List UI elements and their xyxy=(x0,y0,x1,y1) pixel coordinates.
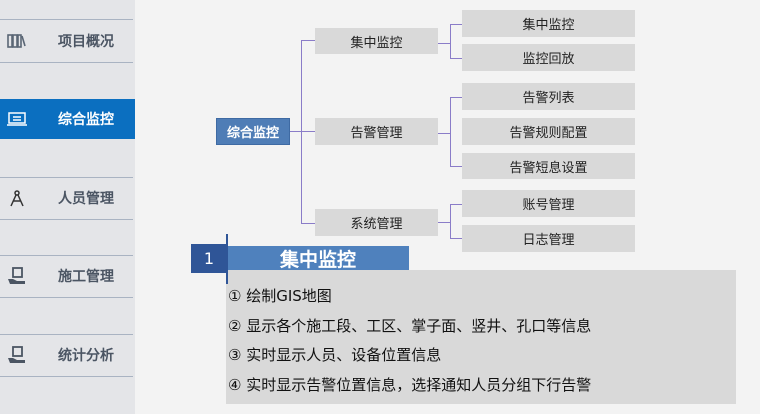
feature-item: ④ 实时显示告警位置信息，选择通知人员分组下行告警 xyxy=(228,375,592,394)
connector xyxy=(450,97,462,98)
books-icon xyxy=(6,33,28,49)
divider xyxy=(0,255,133,256)
connector xyxy=(450,204,451,238)
sidebar-item-label: 施工管理 xyxy=(58,269,114,285)
divider xyxy=(0,62,133,63)
hand-box-icon xyxy=(6,267,28,285)
divider xyxy=(0,376,133,377)
sidebar-item-project-overview[interactable]: 项目概况 xyxy=(0,21,135,61)
connector xyxy=(290,131,315,132)
connector xyxy=(438,222,450,223)
connector xyxy=(301,40,315,41)
monitor-icon xyxy=(6,111,28,127)
connector xyxy=(301,223,315,224)
connector xyxy=(450,24,451,58)
tree-leaf-node: 监控回放 xyxy=(462,44,635,71)
divider xyxy=(0,177,133,178)
sidebar-item-integrated-monitoring[interactable]: 综合监控 xyxy=(0,99,135,139)
connector xyxy=(450,97,451,166)
tree-group-node: 集中监控 xyxy=(315,28,438,54)
tree-leaf-node: 日志管理 xyxy=(462,225,635,252)
sidebar-item-personnel[interactable]: 人员管理 xyxy=(0,178,135,218)
connector xyxy=(450,24,462,25)
divider xyxy=(0,334,133,335)
connector xyxy=(450,238,462,239)
divider xyxy=(0,297,133,298)
sidebar-item-label: 统计分析 xyxy=(58,348,114,364)
sidebar-item-label: 人员管理 xyxy=(58,191,114,207)
tree-root-node: 综合监控 xyxy=(216,118,290,145)
feature-item: ① 绘制GIS地图 xyxy=(228,287,332,305)
divider xyxy=(0,19,133,20)
tree-group-node: 系统管理 xyxy=(315,209,438,236)
connector xyxy=(450,204,462,205)
connector xyxy=(301,40,302,223)
sidebar-item-label: 项目概况 xyxy=(58,34,114,50)
hand-box-icon xyxy=(6,346,28,364)
feature-item: ② 显示各个施工段、工区、掌子面、竖井、孔口等信息 xyxy=(228,316,592,335)
connector xyxy=(450,58,462,59)
divider xyxy=(0,219,133,220)
tree-leaf-node: 告警规则配置 xyxy=(462,118,635,145)
section-number: 1 xyxy=(191,244,227,273)
compass-icon xyxy=(6,189,28,207)
sidebar: 项目概况 综合监控 人员管理 施工管理 统计分析 xyxy=(0,0,135,414)
sidebar-item-statistics[interactable]: 统计分析 xyxy=(0,335,135,375)
connector xyxy=(438,133,450,134)
tree-leaf-node: 集中监控 xyxy=(462,10,635,37)
section-marker xyxy=(226,234,228,284)
feature-item: ③ 实时显示人员、设备位置信息 xyxy=(228,346,442,364)
connector xyxy=(438,43,450,44)
section-title: 集中监控 xyxy=(227,246,409,271)
sidebar-item-label: 综合监控 xyxy=(58,112,114,128)
tree-leaf-node: 账号管理 xyxy=(462,190,635,217)
tree-leaf-node: 告警列表 xyxy=(462,83,635,110)
tree-group-node: 告警管理 xyxy=(315,118,438,145)
tree-leaf-node: 告警短息设置 xyxy=(462,153,635,179)
feature-list-panel: ① 绘制GIS地图 ② 显示各个施工段、工区、掌子面、竖井、孔口等信息 ③ 实时… xyxy=(226,270,736,404)
connector xyxy=(450,166,462,167)
sidebar-item-construction[interactable]: 施工管理 xyxy=(0,256,135,296)
